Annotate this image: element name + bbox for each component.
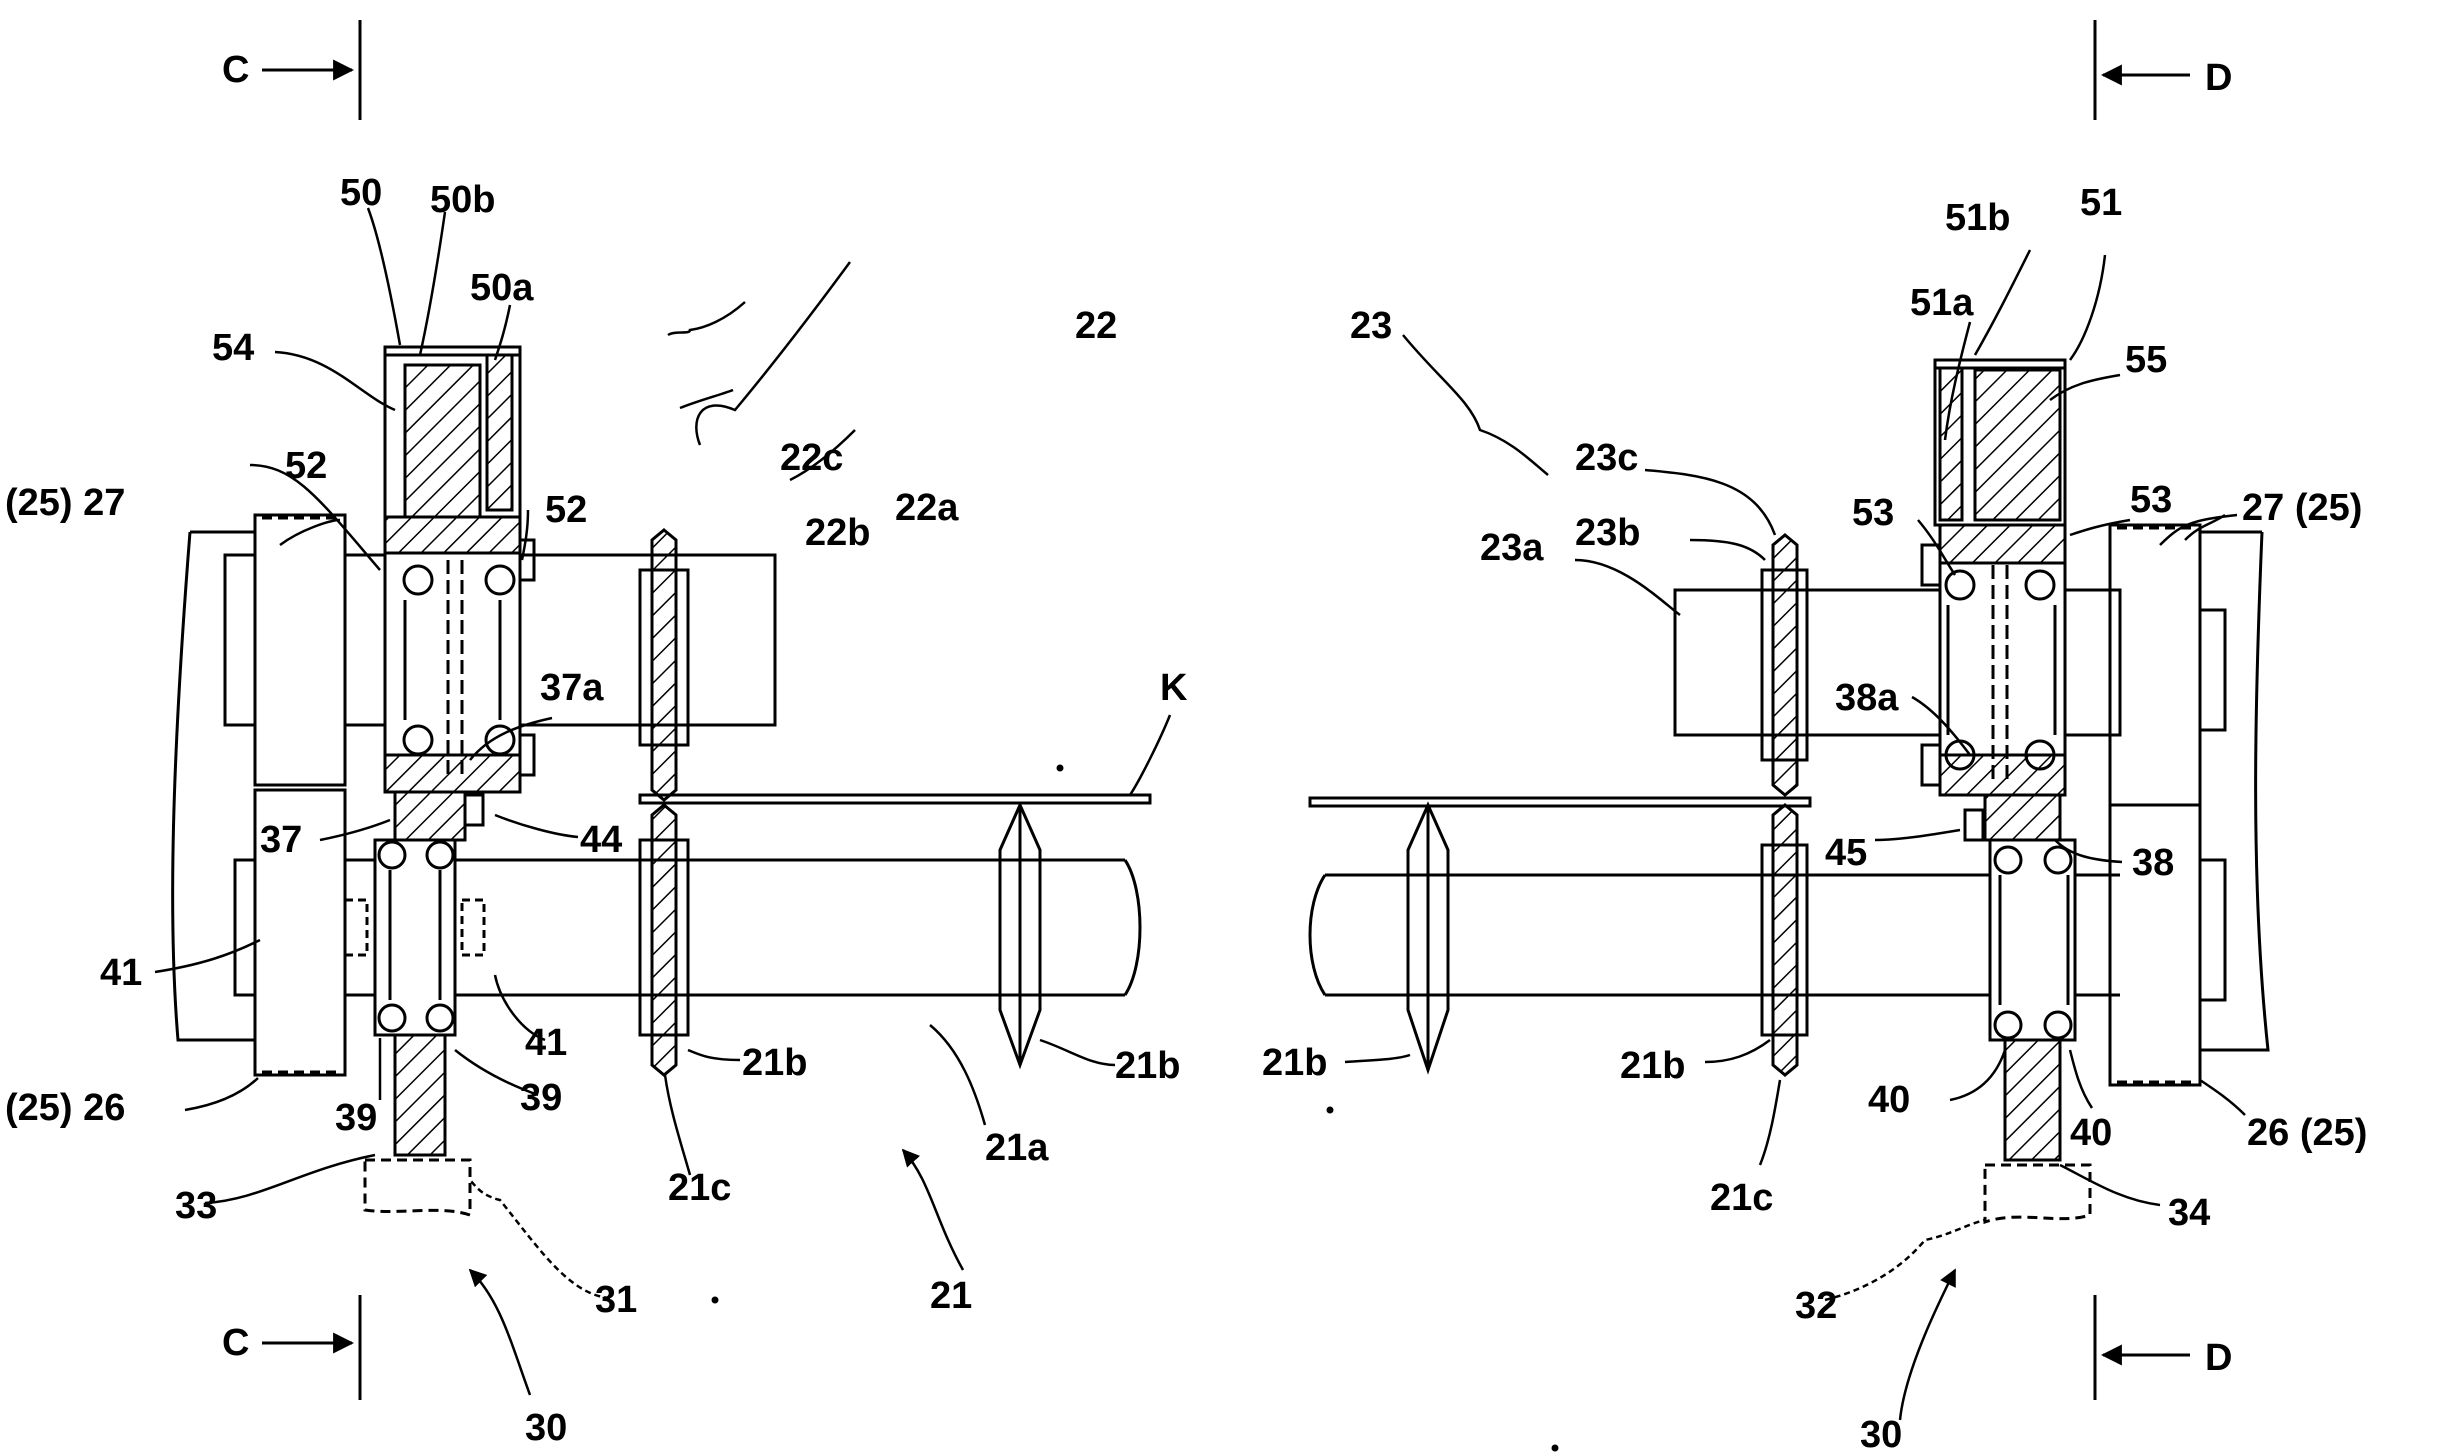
leader-lines [154, 207, 2246, 1421]
motor-31 [363, 1158, 472, 1218]
blade-22 [650, 528, 678, 802]
lower-bearing-housing-left [373, 838, 457, 1037]
label-40-b: 40 [2070, 1112, 2112, 1154]
left-assembly [171, 20, 1152, 1400]
lower-bearing-housing-right [1988, 838, 2077, 1042]
label-section-c-bottom: C [222, 1322, 249, 1364]
label-22c: 22c [780, 437, 843, 479]
label-21a: 21a [985, 1127, 1049, 1169]
label-27-right: 27 (25) [2242, 487, 2362, 529]
label-21: 21 [930, 1275, 972, 1317]
label-54: 54 [212, 327, 254, 369]
part-37-left [393, 790, 467, 842]
blade-23 [1771, 533, 1799, 797]
label-23c: 23c [1575, 437, 1638, 479]
label-21c-right: 21c [1710, 1177, 1773, 1219]
upper-bearing-housing-left [383, 515, 522, 794]
label-50b: 50b [430, 179, 495, 221]
label-39-b: 39 [520, 1077, 562, 1119]
label-37: 37 [260, 819, 302, 861]
label-26-right: 26 (25) [2247, 1112, 2367, 1154]
label-21b-c: 21b [1262, 1042, 1327, 1084]
label-23: 23 [1350, 305, 1392, 347]
label-21c-left: 21c [668, 1167, 731, 1209]
label-51: 51 [2080, 182, 2122, 224]
label-51a: 51a [1910, 282, 1974, 324]
lower-shaft-21a-right [1308, 873, 2120, 997]
label-52-b: 52 [545, 489, 587, 531]
label-section-d-top: D [2205, 57, 2232, 99]
label-30-left: 30 [525, 1407, 567, 1449]
plate-27-right [2108, 523, 2202, 807]
blade-21-left [650, 803, 678, 1077]
arm-33 [393, 1033, 447, 1157]
label-38a: 38a [1835, 677, 1899, 719]
sheet-k-left [638, 793, 1152, 805]
label-22b: 22b [805, 512, 870, 554]
label-34: 34 [2168, 1192, 2210, 1234]
frame-outline-left [171, 530, 255, 1042]
label-51b: 51b [1945, 197, 2010, 239]
label-50: 50 [340, 172, 382, 214]
label-30-right: 30 [1860, 1414, 1902, 1455]
label-21b-b: 21b [1115, 1045, 1180, 1087]
plate-26-right [2108, 803, 2202, 1087]
lower-shaft-21a [345, 858, 1142, 997]
right-assembly [1308, 20, 2270, 1400]
frame-outline-right [2200, 530, 2270, 1052]
label-52-a: 52 [285, 445, 327, 487]
label-27-left: (25) 27 [5, 482, 125, 524]
label-26-left: (25) 26 [5, 1087, 125, 1129]
label-50a: 50a [470, 267, 534, 309]
blade-21-right [1771, 803, 1799, 1077]
label-23a: 23a [1480, 527, 1544, 569]
label-section-c-top: C [222, 49, 249, 91]
label-53-a: 53 [1852, 492, 1894, 534]
label-k: K [1160, 667, 1188, 709]
label-37a: 37a [540, 667, 604, 709]
label-38: 38 [2132, 842, 2174, 884]
label-32: 32 [1795, 1285, 1837, 1327]
label-55: 55 [2125, 339, 2167, 381]
label-section-d-bottom: D [2205, 1337, 2232, 1379]
label-21b-a: 21b [742, 1042, 807, 1084]
label-40-a: 40 [1868, 1079, 1910, 1121]
sheet-k-right [1308, 796, 1812, 808]
label-53-b: 53 [2130, 479, 2172, 521]
label-39-a: 39 [335, 1097, 377, 1139]
arm-34 [2003, 1038, 2062, 1162]
upper-shaft-23a [1673, 588, 2122, 737]
label-41-a: 41 [100, 952, 142, 994]
label-31: 31 [595, 1279, 637, 1321]
part-38-right [1983, 793, 2062, 842]
label-21b-d: 21b [1620, 1045, 1685, 1087]
label-23b: 23b [1575, 512, 1640, 554]
label-22a: 22a [895, 487, 959, 529]
label-22: 22 [1075, 305, 1117, 347]
label-45: 45 [1825, 832, 1867, 874]
plate-27-left [253, 513, 347, 787]
label-44: 44 [580, 819, 622, 861]
label-41-b: 41 [525, 1022, 567, 1064]
upper-shaft-22a [343, 553, 777, 727]
motor-32 [1983, 1163, 2092, 1225]
label-33: 33 [175, 1185, 217, 1227]
